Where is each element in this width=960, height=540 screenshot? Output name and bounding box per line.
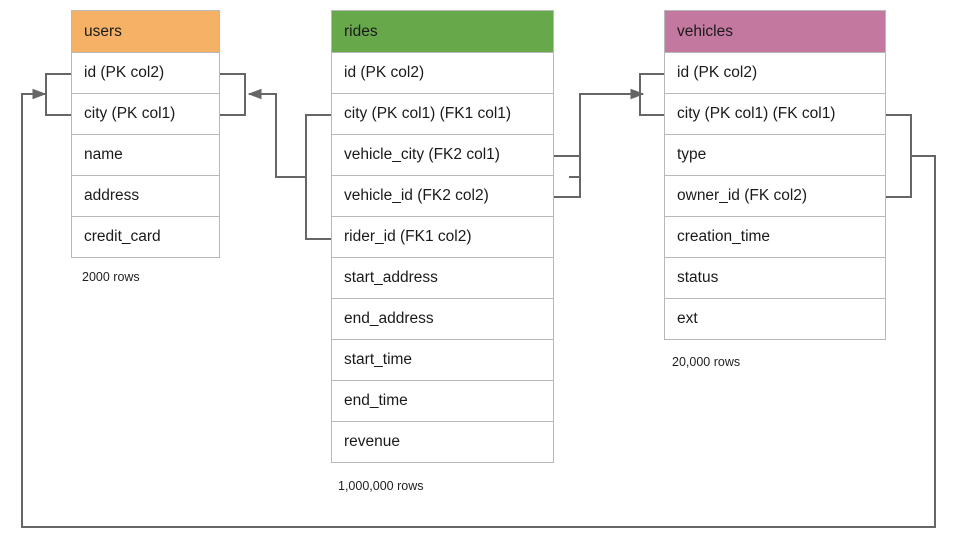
table-rides-column-start-address[interactable]: start_address [331,258,554,299]
table-rides-row-count: 1,000,000 rows [338,479,424,493]
table-users-title: users [71,10,220,53]
table-rides-column-vehicle-id[interactable]: vehicle_id (FK2 col2) [331,176,554,217]
connector-vehicles-owner-to-users [21,73,936,528]
table-rides-column-end-time[interactable]: end_time [331,381,554,422]
connector-rides-rider-to-users [220,73,331,240]
table-rides-column-city[interactable]: city (PK col1) (FK1 col1) [331,94,554,135]
table-users-column-address[interactable]: address [71,176,220,217]
table-vehicles-column-ext[interactable]: ext [664,299,886,340]
table-users-column-id[interactable]: id (PK col2) [71,53,220,94]
table-rides-title: rides [331,10,554,53]
table-vehicles-column-status[interactable]: status [664,258,886,299]
table-users-column-name[interactable]: name [71,135,220,176]
table-vehicles-row-count: 20,000 rows [672,355,741,369]
table-rides-column-id[interactable]: id (PK col2) [331,53,554,94]
table-users-row-count: 2000 rows [82,270,140,284]
table-rides-column-start-time[interactable]: start_time [331,340,554,381]
table-vehicles-column-id[interactable]: id (PK col2) [664,53,886,94]
table-rides-column-end-address[interactable]: end_address [331,299,554,340]
table-users-column-city[interactable]: city (PK col1) [71,94,220,135]
table-vehicles-column-type[interactable]: type [664,135,886,176]
table-vehicles-column-owner-id[interactable]: owner_id (FK col2) [664,176,886,217]
connector-rides-vehicle-to-vehicles [554,73,664,198]
table-vehicles-title: vehicles [664,10,886,53]
table-users[interactable]: users id (PK col2) city (PK col1) name a… [71,10,220,258]
table-vehicles-column-creation-time[interactable]: creation_time [664,217,886,258]
table-rides[interactable]: rides id (PK col2) city (PK col1) (FK1 c… [331,10,554,463]
table-rides-column-revenue[interactable]: revenue [331,422,554,463]
table-rides-column-vehicle-city[interactable]: vehicle_city (FK2 col1) [331,135,554,176]
table-users-column-credit-card[interactable]: credit_card [71,217,220,258]
table-rides-column-rider-id[interactable]: rider_id (FK1 col2) [331,217,554,258]
table-vehicles[interactable]: vehicles id (PK col2) city (PK col1) (FK… [664,10,886,340]
table-vehicles-column-city[interactable]: city (PK col1) (FK col1) [664,94,886,135]
